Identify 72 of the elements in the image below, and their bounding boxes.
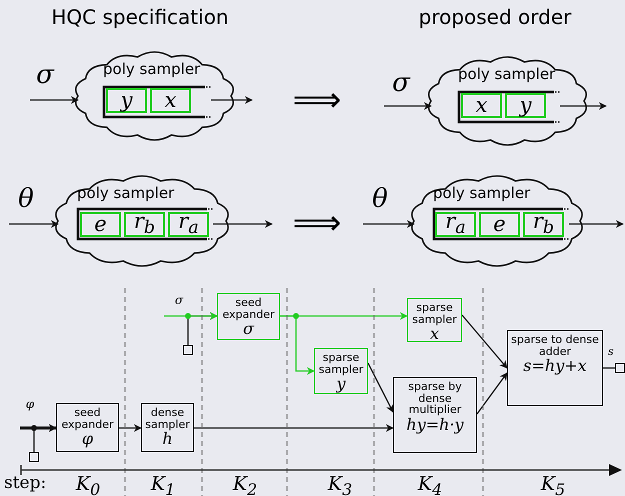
axis-label: step: — [4, 474, 46, 493]
process-box — [393, 377, 477, 453]
variable-box: y — [505, 93, 546, 118]
port-square — [183, 345, 193, 355]
block-title: dense sampler — [144, 407, 191, 430]
block-title: sparse by dense multiplier — [407, 381, 463, 416]
step-label: K$_{2}$ — [232, 474, 258, 496]
process-box — [217, 293, 280, 340]
implies-symbol: ⟹ — [292, 82, 342, 120]
block-title: seed expander — [60, 407, 115, 430]
block-formula: σ — [243, 320, 254, 338]
arrow — [164, 312, 218, 320]
variable-box: e — [479, 212, 520, 237]
arrow — [119, 424, 142, 432]
group-label: poly sampler — [433, 184, 530, 202]
process-box — [141, 403, 194, 452]
arrow — [194, 424, 394, 432]
group-label: poly sampler — [77, 184, 174, 202]
step-label: K$_{4}$ — [418, 474, 442, 496]
variable-box: e — [80, 212, 121, 237]
section-heading: HQC specification — [51, 6, 229, 28]
group-label: poly sampler — [103, 60, 200, 78]
variable-box: r$_{a}$ — [168, 212, 209, 237]
variable-box: x — [150, 88, 191, 113]
variable-box: x — [461, 93, 502, 118]
block-title: sparse to dense adder — [510, 334, 600, 358]
process-box — [507, 330, 603, 406]
arrow — [569, 220, 624, 228]
step-label: K$_{1}$ — [150, 474, 176, 496]
variable-box: y — [106, 88, 147, 113]
block-formula: h — [162, 430, 173, 448]
block-title: sparse sampler — [411, 302, 458, 326]
block-formula: φ — [82, 430, 94, 448]
block-formula: hy=h·y — [405, 416, 465, 434]
input-symbol: φ — [20, 398, 40, 428]
arrow — [363, 220, 415, 228]
output-symbol: s — [608, 345, 614, 358]
port-square — [29, 452, 39, 462]
step-label: K$_{3}$ — [328, 474, 352, 496]
variable-box: r$_{b}$ — [523, 212, 564, 237]
block-title: sparse sampler — [318, 352, 364, 376]
arrow — [30, 96, 79, 104]
process-box — [56, 403, 119, 452]
process-box — [407, 298, 462, 342]
block-formula: x — [430, 325, 440, 343]
input-symbol: σ — [384, 70, 418, 106]
implies-symbol: ⟹ — [292, 205, 342, 242]
block-formula: y — [336, 375, 346, 393]
input-symbol: θ — [363, 186, 397, 224]
arrow — [9, 220, 59, 228]
arrow — [20, 424, 57, 432]
arrow — [367, 362, 394, 413]
step-label: K$_{5}$ — [540, 474, 566, 496]
process-box — [314, 348, 368, 394]
arrow — [211, 96, 253, 104]
block-formula: s=hy+x — [522, 357, 588, 375]
step-label: K$_{0}$ — [76, 474, 100, 496]
arrow — [476, 372, 508, 414]
section-heading: proposed order — [418, 6, 572, 28]
arrow — [213, 220, 273, 228]
group-label: poly sampler — [458, 65, 556, 83]
arrow — [280, 315, 315, 375]
input-symbol: σ — [28, 62, 62, 100]
arrow — [384, 102, 432, 110]
input-symbol: σ — [164, 294, 194, 316]
block-title: seed expander — [221, 297, 276, 320]
connector-line — [603, 367, 615, 369]
arrow — [462, 314, 508, 369]
input-symbol: θ — [9, 186, 43, 224]
arrow — [560, 102, 607, 110]
variable-box: r$_{b}$ — [124, 212, 165, 237]
variable-box: r$_{a}$ — [435, 212, 476, 237]
